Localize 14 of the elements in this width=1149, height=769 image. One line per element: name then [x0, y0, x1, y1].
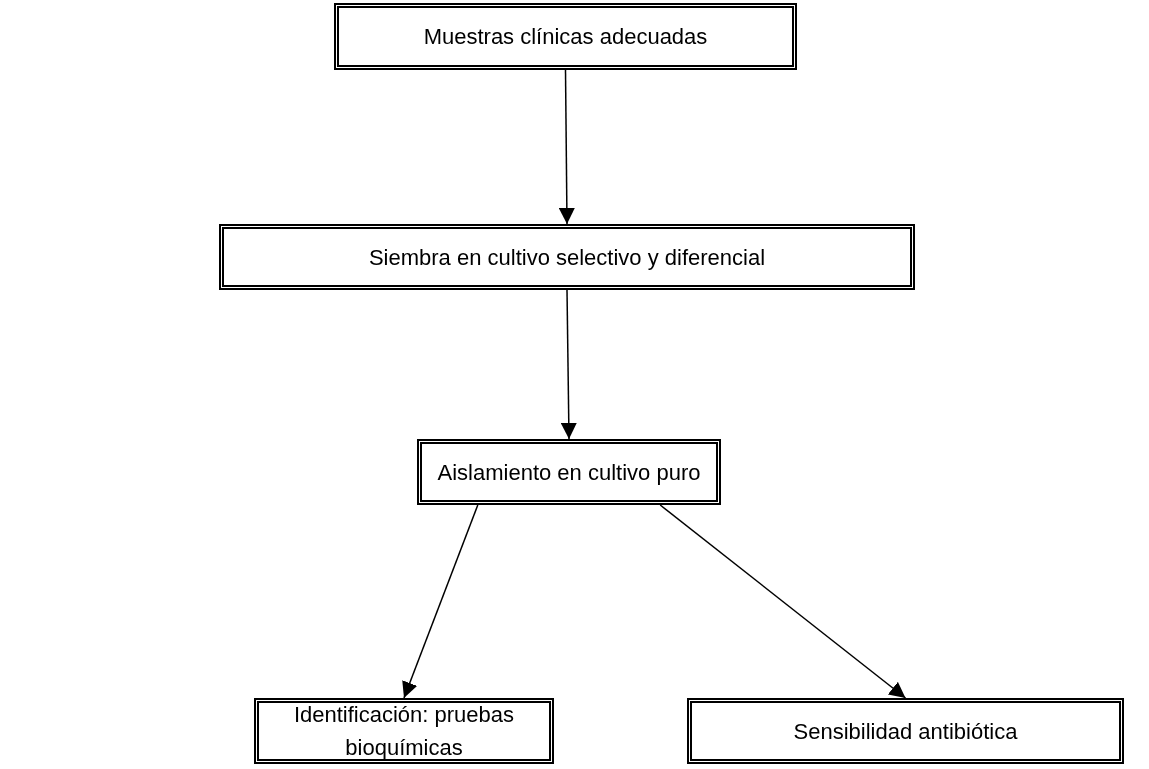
- box-label: Identificación: pruebas bioquímicas: [292, 701, 516, 762]
- box-label: Muestras clínicas adecuadas: [423, 23, 708, 51]
- box-label: Aislamiento en cultivo puro: [437, 458, 701, 487]
- process-box: [334, 3, 797, 70]
- arrow: [560, 289, 577, 440]
- box-label: Siembra en cultivo selectivo y diferencial: [368, 243, 766, 272]
- arrow: [659, 504, 907, 699]
- arrow: [558, 69, 575, 225]
- process-box: [219, 224, 915, 290]
- arrow: [402, 504, 479, 699]
- process-box: [254, 698, 554, 764]
- process-box: [687, 698, 1124, 764]
- process-box: [417, 439, 721, 505]
- box-label: Sensibilidad antibiótica: [793, 717, 1018, 746]
